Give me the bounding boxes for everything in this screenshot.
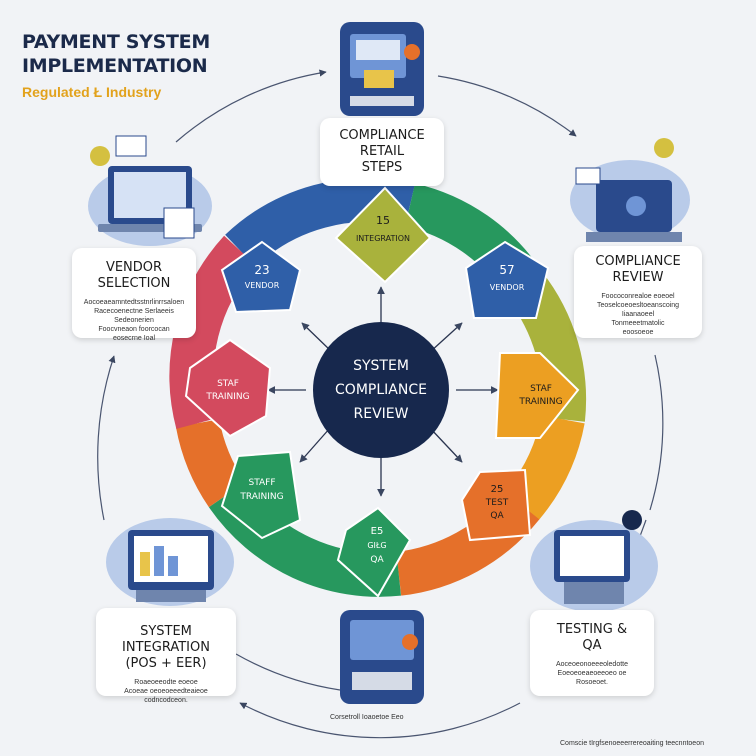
arrow-down-left <box>299 427 331 463</box>
step-badge-vendor-right[interactable]: 57 VENDOR <box>464 240 550 319</box>
svg-text:GIŁG: GIŁG <box>367 541 386 550</box>
card-testing-qa[interactable]: TESTING & QA Aoceoeonoeeeoledotte Eoeoeo… <box>530 610 654 696</box>
svg-text:STAF: STAF <box>530 384 552 394</box>
step-badge-integration[interactable]: 15 INTEGRATION <box>334 186 432 284</box>
step-badge-staff-left[interactable]: STAF TRAINING <box>184 338 272 438</box>
flow-arc-left <box>97 355 116 521</box>
flow-arc-bottom-right <box>239 702 521 739</box>
laptop-illustration-vendor <box>88 135 212 246</box>
center-line3: REVIEW <box>354 406 409 422</box>
step-badge-staff-left-lower[interactable]: STAFF TRAINING <box>220 450 302 540</box>
svg-text:TEST: TEST <box>485 498 509 508</box>
svg-text:57: 57 <box>499 263 514 277</box>
page-subtitle: Regulated Ł Industry <box>22 84 162 100</box>
center-line2: COMPLIANCE <box>335 382 427 398</box>
flow-arc-top-left <box>175 69 327 143</box>
center-line1: SYSTEM <box>353 358 409 374</box>
svg-text:15: 15 <box>376 214 390 227</box>
page-title: PAYMENT SYSTEM IMPLEMENTATION <box>22 31 210 77</box>
card-description: Roaeoeeodte eoeoe Acoeae oeoeoeeedteaieo… <box>124 679 208 704</box>
svg-text:STAF: STAF <box>217 379 239 389</box>
svg-text:QA: QA <box>370 555 384 565</box>
svg-text:25: 25 <box>491 484 504 495</box>
pos-illustration-integration <box>106 518 234 606</box>
center-node[interactable]: SYSTEM COMPLIANCE REVIEW <box>313 322 449 458</box>
svg-text:QA: QA <box>490 511 504 521</box>
card-description: Foococonrealoe eoeoel Teoselcoeoesltoean… <box>596 293 680 336</box>
card-compliance-review[interactable]: COMPLIANCE REVIEW Foococonrealoe eoeoel … <box>574 246 702 338</box>
svg-text:TRAINING: TRAINING <box>518 397 562 407</box>
pos-illustration-bottom <box>340 610 424 704</box>
step-badge-vendor-left[interactable]: 23 VENDOR <box>220 240 302 314</box>
svg-text:TRAINING: TRAINING <box>205 392 249 402</box>
footer-note-center: Corsetroll Ioaoetoe Eeo <box>330 714 404 721</box>
center-arrows <box>267 286 499 497</box>
card-description: Aoceoeonoeeeoledotte Eoeoeoeaeoeeoeo oe … <box>555 661 628 686</box>
svg-text:TRAINING: TRAINING <box>239 492 283 502</box>
svg-text:INTEGRATION: INTEGRATION <box>356 234 410 243</box>
svg-text:E5: E5 <box>371 526 384 537</box>
flow-arc-top-right <box>437 75 577 137</box>
kiosk-illustration-testing <box>530 510 658 612</box>
footer-note-right: Comscie tIrgfsenoeeerrereoaiting teecnnt… <box>560 740 704 747</box>
step-badge-staff-right[interactable]: STAF TRAINING <box>494 352 580 439</box>
step-badge-qa-bottom[interactable]: E5 GIŁG QA <box>336 506 412 598</box>
svg-text:VENDOR: VENDOR <box>490 283 525 292</box>
monitor-illustration-review <box>570 138 690 242</box>
arrow-down-right <box>429 427 463 463</box>
card-system-integration[interactable]: SYSTEM INTEGRATION (POS + EER) Roaeoeeod… <box>96 608 236 704</box>
card-compliance-retail[interactable]: COMPLIANCE RETAIL STEPS <box>320 118 444 186</box>
arrow-up-left <box>301 322 333 353</box>
step-badge-test-qa[interactable]: 25 TEST QA <box>460 468 532 542</box>
svg-text:VENDOR: VENDOR <box>245 281 280 290</box>
svg-text:STAFF: STAFF <box>248 478 275 488</box>
card-vendor-selection[interactable]: VENDOR SELECTION Aocoeaeamntedtsstnrlinr… <box>72 248 196 342</box>
svg-text:23: 23 <box>254 263 269 277</box>
arrow-up-right <box>429 322 463 353</box>
card-description: Aocoeaeamntedtsstnrlinrrsaloen Racecoene… <box>83 299 185 342</box>
flow-arc-right <box>649 354 664 511</box>
pos-terminal-illustration-top <box>340 22 424 116</box>
flow-arc-bottom-left <box>235 653 341 691</box>
ring-segment-orange-left <box>175 418 246 508</box>
